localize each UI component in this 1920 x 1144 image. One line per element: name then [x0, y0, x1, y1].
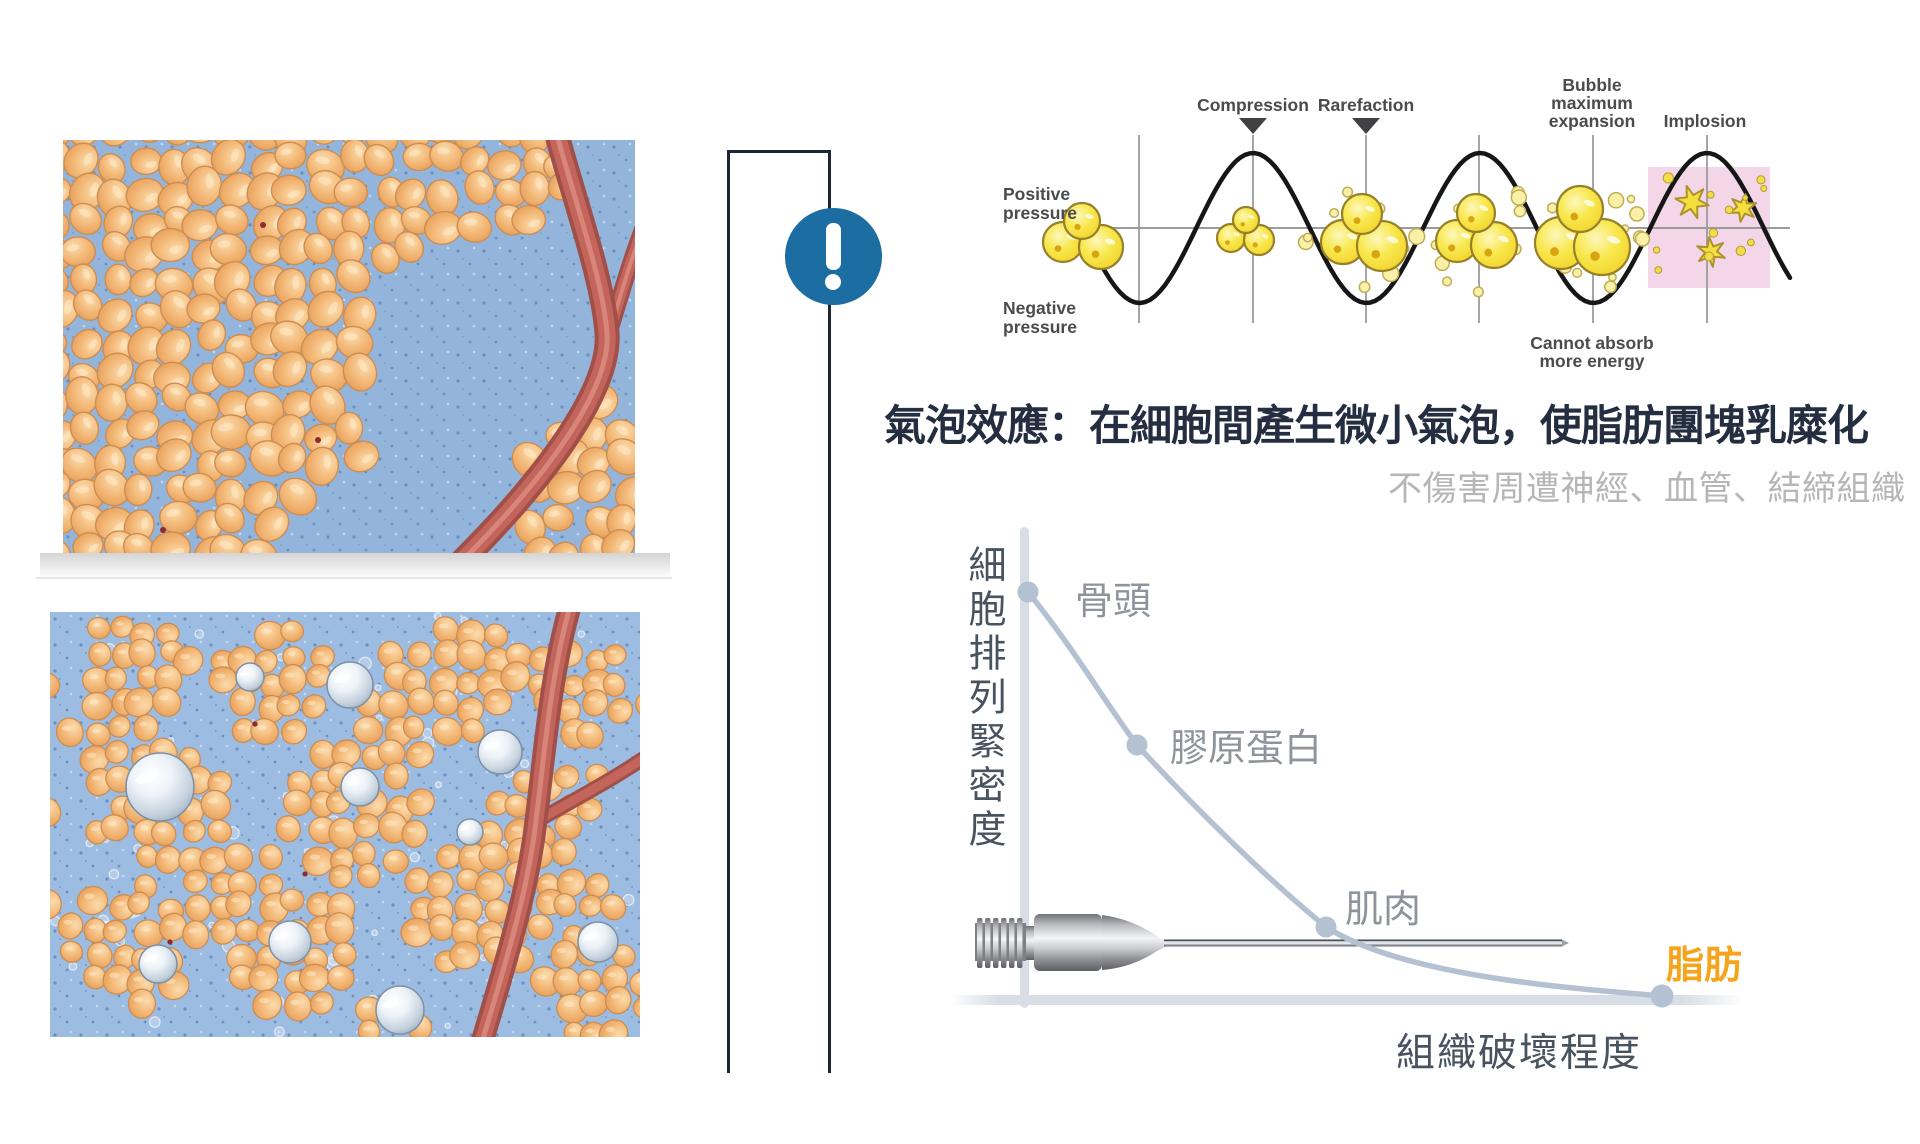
fat-data-point: [1650, 984, 1674, 1008]
bone-data-point: [1017, 581, 1039, 603]
rarefaction-label: Rarefaction: [1318, 95, 1414, 115]
blood-vessel: [452, 140, 635, 553]
fat-point-label: 脂肪: [1666, 945, 1743, 987]
cannot-absorb-label-line2: more energy: [1539, 351, 1644, 370]
muscle-point-label: 肌肉: [1345, 889, 1422, 931]
negative-pressure-label-line1: Negative: [1003, 298, 1076, 318]
muscle-data-point: [1315, 916, 1337, 938]
slide-title: 氣泡效應：在細胞間產生微小氣泡，使脂肪團塊乳糜化: [884, 402, 1869, 449]
chart-y-axis: [1020, 527, 1029, 1008]
implosion-label: Implosion: [1664, 111, 1747, 131]
fat-cell-cluster: [63, 140, 635, 553]
exclamation-dot: [825, 274, 841, 290]
blood-vessel: [471, 612, 640, 1037]
collagen-data-point: [1126, 734, 1148, 756]
positive-pressure-label-line2: pressure: [1003, 203, 1077, 223]
image-separator-line: [36, 577, 672, 579]
fat-tissue-after-svg: [50, 612, 640, 1037]
tissue-density-chart: [975, 581, 1674, 1008]
rarefaction-pointer-icon: [1352, 118, 1380, 134]
density-curve: [1017, 581, 1674, 1008]
callout-bracket: [727, 150, 831, 1073]
slide-subtitle: 不傷害周遭神經、血管、結締組織: [1388, 470, 1906, 508]
bubble-max-label-line1: Bubble: [1562, 75, 1622, 95]
cavitation-bubbles: [125, 661, 619, 1035]
image-drop-shadow: [40, 553, 670, 579]
chart-y-axis-label: 細胞排列緊密度: [962, 545, 1004, 853]
compression-pointer-icon: [1239, 118, 1267, 134]
fat-tissue-before-illustration: [63, 140, 635, 553]
chart-x-axis: [950, 995, 1745, 1005]
exclamation-bar: [826, 223, 841, 270]
bubble-clusters: [1041, 184, 1651, 298]
bone-point-label: 骨頭: [1075, 581, 1152, 623]
pressure-sine-wave: [1092, 150, 1793, 306]
fat-tissue-after-illustration: [50, 612, 640, 1037]
chart-x-axis-label: 組織破壞程度: [1396, 1032, 1643, 1075]
bubble-max-label-line3: expansion: [1549, 111, 1636, 131]
bubble-max-label-line2: maximum: [1551, 93, 1633, 113]
negative-pressure-label-line2: pressure: [1003, 317, 1077, 337]
compression-label: Compression: [1197, 95, 1309, 115]
ultrasound-wave-diagram: Compression Rarefaction Bubble maximum e…: [1003, 75, 1793, 370]
cannot-absorb-label-line1: Cannot absorb: [1530, 333, 1653, 353]
liposuction-cannula: [975, 914, 1569, 971]
collagen-point-label: 膠原蛋白: [1170, 728, 1323, 770]
imploded-bubble-splats: [1652, 172, 1768, 274]
exclamation-icon: [785, 208, 882, 305]
fat-tissue-before-svg: [63, 140, 635, 553]
positive-pressure-label-line1: Positive: [1003, 184, 1070, 204]
